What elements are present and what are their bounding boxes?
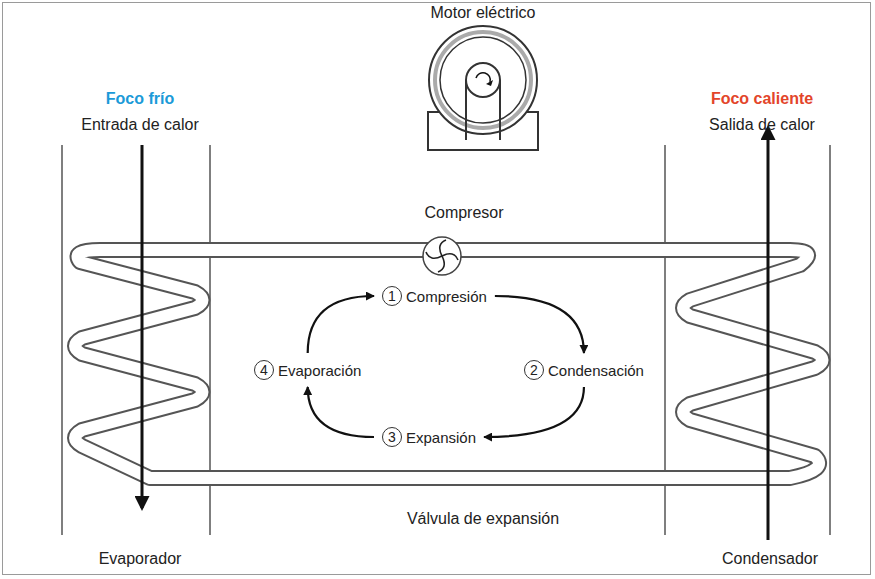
part-label: Entrada de calor xyxy=(81,116,198,134)
refrigerant-circuit xyxy=(75,250,823,478)
part-label: Salida de calor xyxy=(709,116,815,134)
callout-number: 4 xyxy=(254,360,274,380)
stage-label: Expansión xyxy=(406,429,476,446)
part-label: Motor eléctrico xyxy=(431,4,536,22)
cycle-arrow xyxy=(495,296,584,353)
part-label: Compresor xyxy=(424,204,503,222)
stage-label: Condensación xyxy=(548,362,644,379)
heat-out-arrow xyxy=(767,128,770,540)
stage-label: Evaporación xyxy=(278,362,361,379)
part-label: Condensador xyxy=(722,550,818,568)
cycle-stage: 2Condensación xyxy=(520,357,648,383)
cycle-arrow xyxy=(308,296,374,353)
part-label: Foco caliente xyxy=(711,90,813,108)
cycle-arrow xyxy=(484,387,584,437)
cycle-stage: 4Evaporación xyxy=(250,357,365,383)
part-label: Válvula de expansión xyxy=(407,510,559,528)
cycle-stage: 3Expansión xyxy=(378,424,480,450)
compressor-symbol xyxy=(423,237,461,275)
cycle-arrow xyxy=(308,387,374,437)
hot-focus-wall xyxy=(829,145,831,535)
part-label: Evaporador xyxy=(99,550,182,568)
part-label: Foco frío xyxy=(106,90,174,108)
cold-focus-wall xyxy=(61,145,63,535)
callout-number: 3 xyxy=(382,427,402,447)
electric-motor xyxy=(428,26,538,150)
callout-number: 1 xyxy=(382,286,402,306)
stage-label: Compresión xyxy=(406,288,487,305)
cycle-stage: 1Compresión xyxy=(378,283,491,309)
heat-in-arrow xyxy=(141,145,144,508)
callout-number: 2 xyxy=(524,360,544,380)
